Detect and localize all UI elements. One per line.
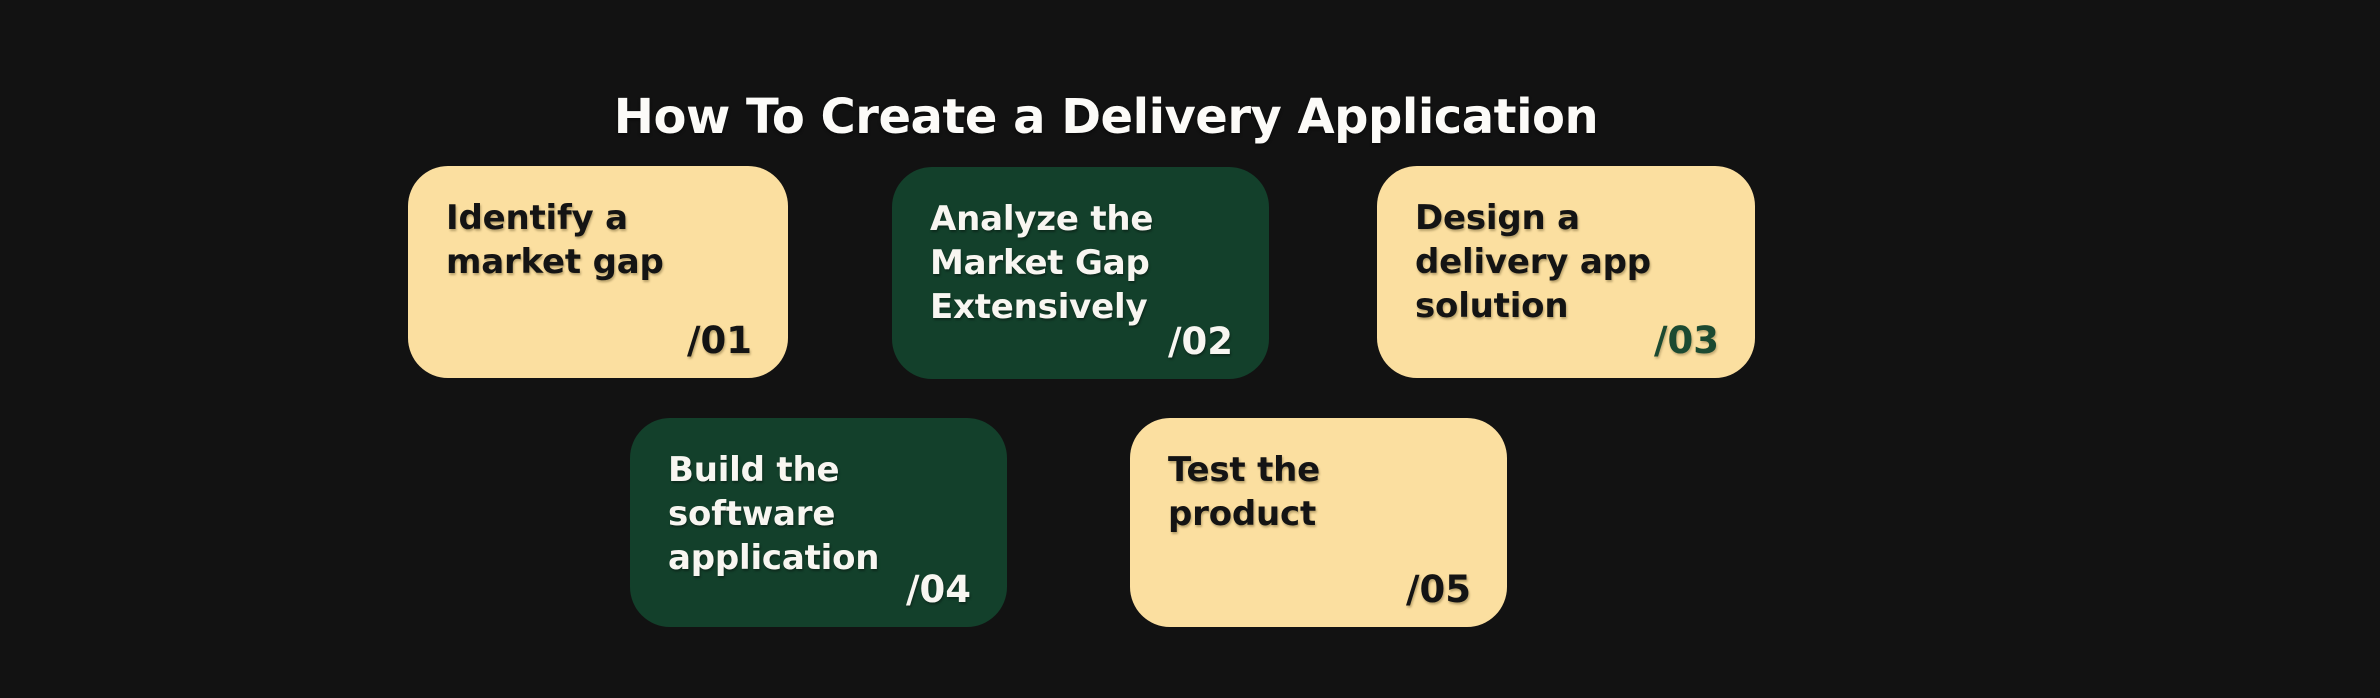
step-number: /01 bbox=[686, 319, 752, 362]
page-title: How To Create a Delivery Application bbox=[613, 89, 1599, 146]
step-card-1: Identify a market gap /01 bbox=[408, 166, 788, 378]
step-number: /02 bbox=[1167, 320, 1233, 363]
step-card-2: Analyze the Market Gap Extensively /02 bbox=[892, 167, 1269, 379]
step-card-3: Design a delivery app solution /03 bbox=[1377, 166, 1755, 378]
step-label: Identify a market gap bbox=[446, 198, 664, 282]
step-number: /03 bbox=[1653, 319, 1719, 362]
step-card-5: Test the product /05 bbox=[1130, 418, 1507, 627]
step-label: Test the product bbox=[1168, 450, 1320, 534]
step-number: /05 bbox=[1405, 568, 1471, 611]
step-label: Analyze the Market Gap Extensively bbox=[930, 199, 1154, 327]
step-label: Build the software application bbox=[668, 450, 880, 578]
step-card-4: Build the software application /04 bbox=[630, 418, 1007, 627]
step-label: Design a delivery app solution bbox=[1415, 198, 1651, 326]
step-number: /04 bbox=[905, 568, 971, 611]
